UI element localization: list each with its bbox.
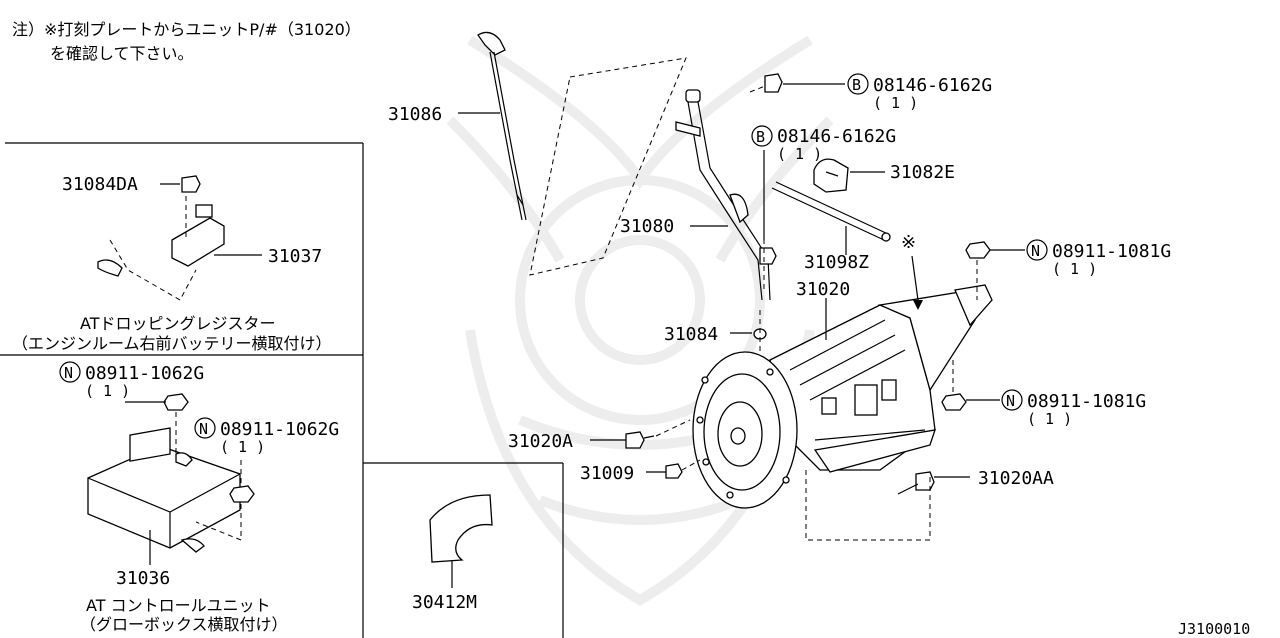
- bolt-31009[interactable]: [665, 463, 683, 479]
- nut-n3[interactable]: [163, 393, 189, 411]
- transmission-31020[interactable]: [692, 284, 993, 509]
- bolt-b2-qty: ( 1 ): [777, 145, 822, 163]
- drop-resistor-title: ATドロッピングレジスター: [80, 314, 275, 333]
- nut-n2-symbol: N: [1006, 392, 1015, 410]
- label-31020: 31020: [796, 279, 850, 300]
- label-31009: 31009: [580, 463, 634, 484]
- bolt-31020aa[interactable]: [897, 471, 935, 495]
- label-31020AA: 31020AA: [978, 468, 1054, 489]
- nut-n1-symbol: N: [1031, 242, 1040, 260]
- control-unit-31036[interactable]: [87, 427, 241, 553]
- label-31086: 31086: [388, 104, 442, 125]
- drop-resistor-sub: （エンジンルーム右前バッテリー横取付け）: [12, 334, 332, 353]
- nut-n1-qty: ( 1 ): [1052, 260, 1097, 278]
- note-line-2: を確認して下さい。: [50, 44, 194, 63]
- nut-n3-code: 08911-1062G: [85, 363, 204, 384]
- label-31098Z: 31098Z: [804, 252, 869, 273]
- clip-31082e[interactable]: [813, 158, 849, 193]
- label-30412M: 30412M: [412, 592, 477, 613]
- nut-n4-symbol: N: [199, 420, 208, 438]
- label-31036: 31036: [116, 568, 170, 589]
- nut-n1[interactable]: [965, 241, 991, 259]
- breather-tube-31098z[interactable]: [771, 181, 891, 242]
- note-line-1: 注）※打刻プレートからユニットP/#（31020）: [12, 20, 361, 39]
- arrow-icon: [913, 300, 923, 310]
- label-31084DA: 31084DA: [62, 174, 138, 195]
- control-unit-title: AT コントロールユニット: [86, 596, 271, 615]
- mark-asterisk: ※: [901, 232, 916, 253]
- bolt-b1-symbol: B: [852, 76, 861, 94]
- filler-tube-31080[interactable]: [675, 89, 771, 301]
- label-31082E: 31082E: [890, 162, 955, 183]
- label-31020A: 31020A: [508, 431, 573, 452]
- nut-n2-qty: ( 1 ): [1027, 410, 1072, 428]
- nut-n4[interactable]: [229, 485, 255, 503]
- bolt-b1-qty: ( 1 ): [873, 94, 918, 112]
- bolt-31020a[interactable]: [625, 431, 655, 449]
- label-31037: 31037: [268, 246, 322, 267]
- bolt-b1-code: 08146-6162G: [873, 75, 992, 96]
- drop-resistor-31037[interactable]: [97, 204, 225, 277]
- nut-n2[interactable]: [941, 393, 967, 411]
- diagram-id: J3100010: [1178, 620, 1250, 638]
- nut-n3-symbol: N: [64, 364, 73, 382]
- bolt-31084da[interactable]: [181, 175, 201, 193]
- bolt-b2-code: 08146-6162G: [777, 126, 896, 147]
- section-frames: [0, 142, 564, 638]
- bolt-b2-symbol: B: [756, 128, 765, 146]
- nut-n4-code: 08911-1062G: [220, 419, 339, 440]
- control-unit-sub: （グローボックス横取付け）: [80, 615, 288, 634]
- nut-n3-qty: ( 1 ): [85, 382, 130, 400]
- label-31084: 31084: [664, 324, 718, 345]
- label-31080: 31080: [620, 216, 674, 237]
- nut-n2-code: 08911-1081G: [1027, 391, 1146, 412]
- nut-n4-qty: ( 1 ): [220, 438, 265, 456]
- nut-n1-code: 08911-1081G: [1052, 241, 1171, 262]
- bolt-b1[interactable]: [749, 73, 783, 93]
- shim-30412m[interactable]: [429, 494, 493, 563]
- bolt-b2[interactable]: [759, 247, 777, 265]
- dipstick-31086[interactable]: [477, 31, 527, 221]
